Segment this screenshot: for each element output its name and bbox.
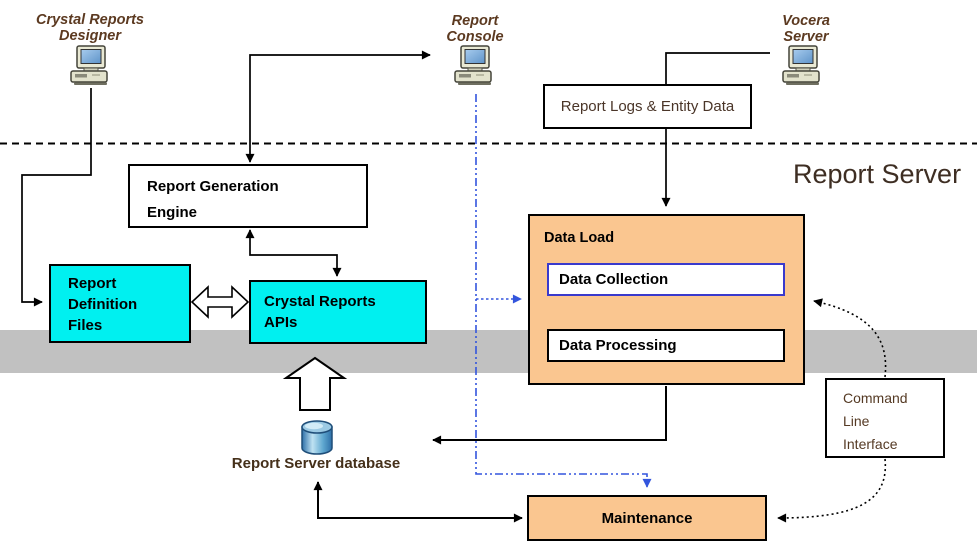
connector-engine-to-console: [245, 50, 431, 163]
connector-console-to-maintenance-blue: [475, 94, 652, 488]
double-headed-arrow-icon: [190, 285, 250, 319]
data-processing-box: Data Processing: [547, 329, 785, 362]
crystal-reports-apis-box: Crystal Reports APIs: [249, 280, 427, 344]
report-logs-entity-data-box: Report Logs & Entity Data: [543, 84, 752, 129]
connector-data-load-to-database: [432, 386, 667, 445]
node-crystal-reports-designer: Crystal Reports Designer: [10, 12, 170, 44]
report-server-database-label: Report Server database: [231, 455, 401, 472]
data-load-label: Data Load: [544, 230, 615, 246]
connector-cli-to-data-load-dotted: [813, 298, 887, 378]
report-definition-files-box: Report Definition Files: [49, 264, 191, 343]
connector-maintenance-to-database: [313, 481, 523, 523]
cli-label-line3: Interface: [843, 436, 898, 452]
designer-computer-icon: [70, 45, 108, 86]
rdf-label-line3: Files: [68, 317, 103, 334]
rge-label-line1: Report Generation: [147, 178, 279, 195]
command-line-interface-box: Command Line Interface: [825, 378, 945, 458]
connector-designer-to-definition-files: [21, 88, 92, 307]
report-generation-engine-box: Report Generation Engine: [128, 164, 368, 228]
connector-cli-to-maintenance-dotted: [777, 458, 887, 523]
report-server-zone-label: Report Server: [793, 159, 962, 189]
database-cylinder-icon: [301, 420, 333, 455]
apis-label-line2: APIs: [264, 314, 298, 331]
data-load-box: Data Load Data Collection Data Processin…: [528, 214, 805, 385]
designer-label-line1: Crystal Reports: [36, 12, 144, 28]
data-collection-label: Data Collection: [559, 271, 669, 288]
vocera-computer-icon: [782, 45, 820, 86]
rdf-label-line1: Report: [68, 275, 117, 292]
connector-vocera-to-data-load: [661, 52, 770, 207]
block-arrow-up-icon: [282, 356, 348, 411]
data-collection-box: Data Collection: [547, 263, 785, 296]
console-label-line1: Report: [451, 13, 499, 29]
node-report-console: Report Console: [415, 13, 535, 45]
connector-engine-to-apis: [245, 229, 342, 277]
report-logs-label: Report Logs & Entity Data: [560, 98, 735, 115]
maintenance-box: Maintenance: [527, 495, 767, 541]
rdf-label-line2: Definition: [68, 296, 138, 313]
console-computer-icon: [454, 45, 492, 86]
console-label-line2: Console: [446, 29, 504, 45]
cli-label-line2: Line: [843, 413, 870, 429]
node-vocera-server: Vocera Server: [746, 13, 866, 45]
apis-label-line1: Crystal Reports: [264, 293, 376, 310]
maintenance-label: Maintenance: [601, 509, 693, 527]
rge-label-line2: Engine: [147, 204, 198, 221]
vocera-label-line1: Vocera: [782, 13, 830, 29]
designer-label-line2: Designer: [58, 28, 122, 44]
vocera-label-line2: Server: [783, 29, 829, 45]
data-processing-label: Data Processing: [559, 337, 677, 354]
cli-label-line1: Command: [843, 390, 908, 406]
